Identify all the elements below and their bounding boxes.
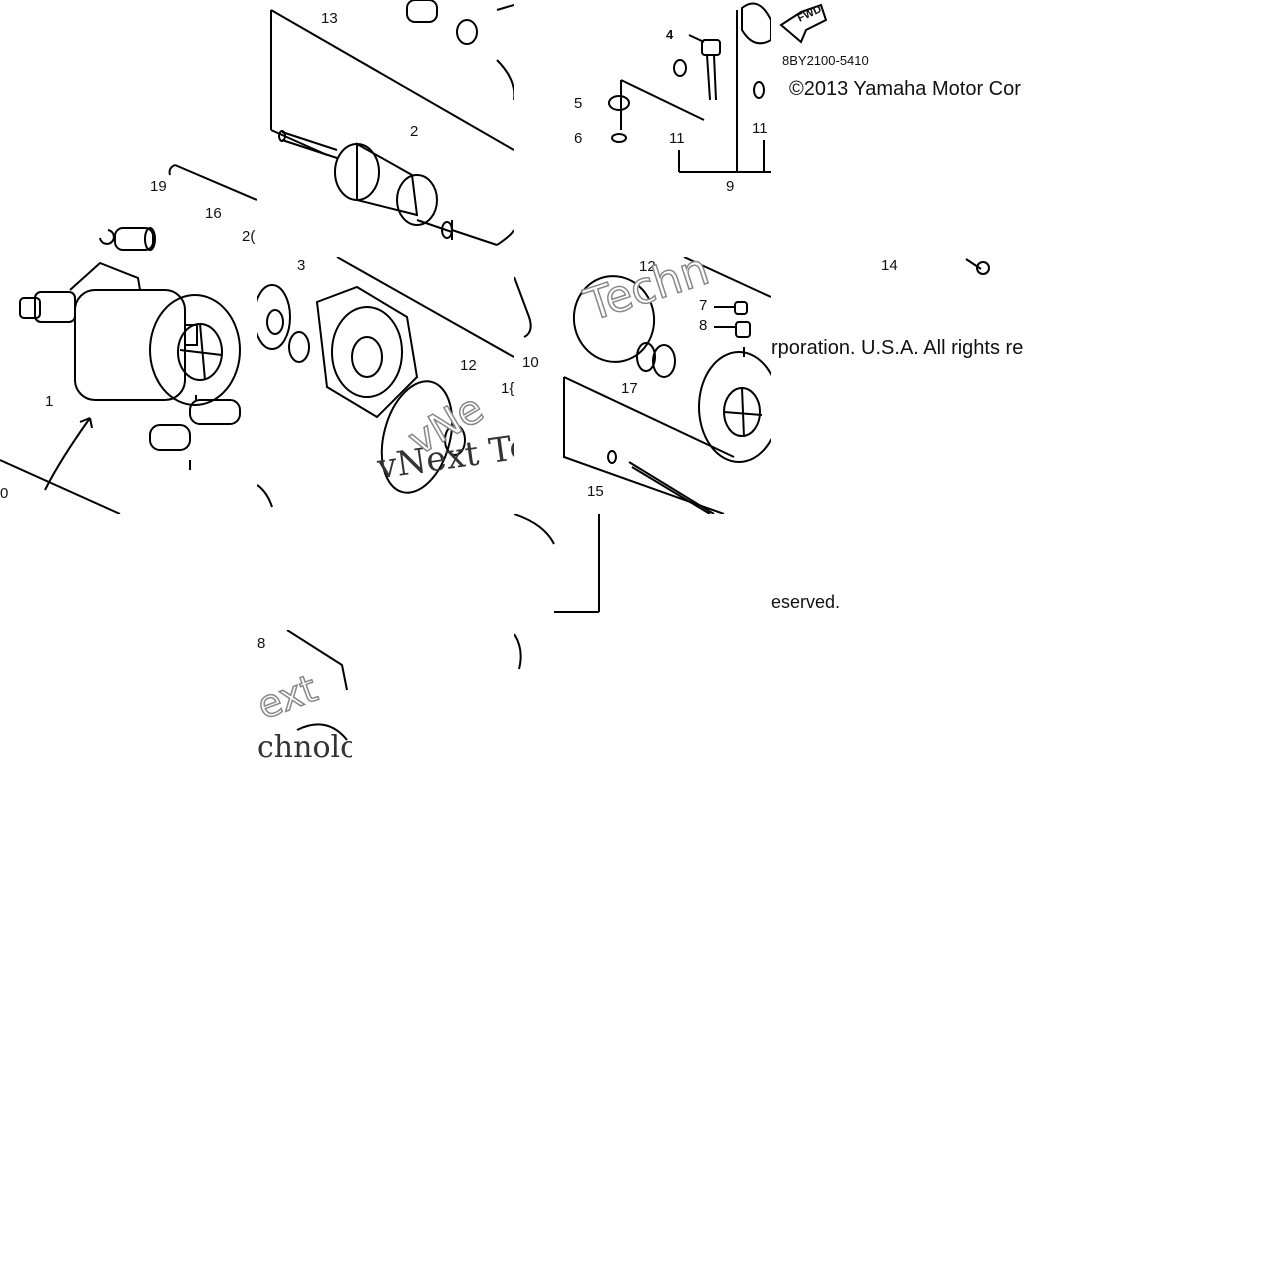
tile-end-cover: 10 12 7 8 17 15 Techn [514, 257, 771, 514]
callout-14: 14 [881, 257, 898, 274]
callout-12-right: 12 [639, 258, 656, 275]
tile-rights: 14 rporation. U.S.A. All rights re [771, 257, 1028, 514]
brush-holder-drawing [608, 2, 771, 173]
callout-13: 13 [321, 10, 338, 27]
tile-reserved: eserved. [771, 580, 871, 620]
lower-middle-drawing [514, 514, 600, 670]
tile-starter-motor: 19 16 2( 1 0 [0, 160, 257, 514]
callout-6: 6 [574, 130, 583, 147]
callout-19: 19 [150, 178, 167, 195]
callout-17: 17 [621, 380, 638, 397]
callout-16: 16 [205, 205, 222, 222]
callout-18: 1{ [501, 380, 514, 397]
callout-9: 9 [726, 178, 735, 195]
copyright-line: ©2013 Yamaha Motor Cor [789, 78, 1021, 100]
armature-drawing [270, 0, 514, 246]
callout-11-right: 11 [752, 120, 768, 137]
tile-lower-middle [514, 514, 771, 674]
lower-left-drawing [286, 630, 348, 741]
callout-11-left: 11 [669, 130, 685, 147]
callout-7: 7 [699, 297, 708, 314]
end-cover-drawing [514, 257, 771, 514]
watermark-chnolo: chnolo [257, 730, 352, 765]
callout-3: 3 [297, 257, 306, 274]
callout-8: 8 [699, 317, 708, 334]
callout-0: 0 [0, 485, 9, 502]
reserved-fragment: eserved. [771, 592, 841, 612]
starter-motor-drawing [0, 164, 257, 514]
callout-5: 5 [574, 95, 583, 112]
fwd-arrow-drawing [779, 3, 828, 44]
tile-armature: 13 2 [257, 0, 514, 257]
callout-10: 10 [522, 354, 539, 371]
tile-lower-left: 8 ext chnolo [257, 630, 352, 775]
tile-brush-holder: 4 5 6 11 11 9 [514, 0, 771, 257]
diagram-code: 8BY2100-5410 [782, 53, 869, 68]
callout-15: 15 [587, 483, 604, 500]
rights-fragment: rporation. U.S.A. All rights re [771, 337, 1024, 359]
tile-housing: 3 12 1{ vNext Te vNe [257, 257, 514, 514]
callout-1: 1 [45, 393, 54, 410]
callout-8-lower: 8 [257, 635, 266, 652]
housing-drawing [257, 257, 514, 508]
callout-2: 2 [410, 123, 419, 140]
bolt-drawing [965, 258, 990, 275]
tile-copyright: FWD 8BY2100-5410 ©2013 Yamaha Motor Cor [771, 0, 1028, 257]
callout-4: 4 [666, 27, 674, 42]
callout-12-left: 12 [460, 357, 477, 374]
callout-20: 2( [242, 228, 256, 245]
